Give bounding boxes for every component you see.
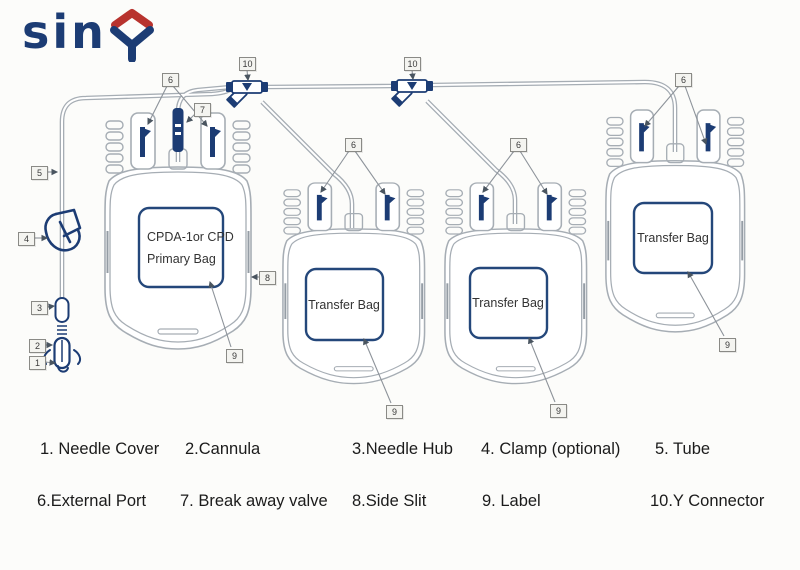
- legend-clamp: 4. Clamp (optional): [481, 440, 621, 458]
- siny-logo: sin: [22, 6, 155, 62]
- diagram-canvas: CPDA-1or CPD Primary Bag Transfer Bag Tr…: [34, 69, 746, 404]
- legend-breakaway: 7. Break away valve: [180, 492, 328, 510]
- break-away-valve: [172, 108, 184, 152]
- legend-tube: 5. Tube: [655, 440, 711, 458]
- callout-3-needle-hub: 3: [31, 301, 48, 315]
- callout-9-transfer1-label: 9: [386, 405, 403, 419]
- callout-1-needle-cover: 1: [29, 356, 46, 370]
- callout-10-y-connector-2: 10: [404, 57, 421, 71]
- primary-bag-label-line1: CPDA-1or CPD: [147, 230, 234, 244]
- legend-cannula: 2.Cannula: [185, 440, 261, 458]
- transfer3-label: Transfer Bag: [637, 231, 709, 245]
- bag-labels: CPDA-1or CPD Primary Bag Transfer Bag Tr…: [137, 201, 714, 342]
- callout-5-tube: 5: [31, 166, 48, 180]
- transfer1-label-box: [304, 267, 385, 342]
- legend-needle-hub: 3.Needle Hub: [352, 440, 453, 458]
- legend-y-connector: 10.Y Connector: [650, 492, 765, 510]
- legend-label: 9. Label: [482, 492, 541, 510]
- callout-6-transfer3-ports: 6: [675, 73, 692, 87]
- needle-assembly: [42, 297, 82, 373]
- legend-side-slit: 8.Side Slit: [352, 492, 427, 510]
- logo-y-icon: [109, 9, 154, 62]
- callout-9-transfer3-label: 9: [719, 338, 736, 352]
- transfer1-label: Transfer Bag: [308, 298, 380, 312]
- callout-9-transfer2-label: 9: [550, 404, 567, 418]
- callout-2-cannula: 2: [29, 339, 46, 353]
- transfer2-label-box: [468, 266, 549, 340]
- leader-lines: [34, 69, 725, 404]
- clamp: [44, 208, 82, 252]
- callout-7-breakaway-valve: 7: [194, 103, 211, 117]
- primary-bag-label-box: [137, 206, 225, 289]
- callout-8-side-slit: 8: [259, 271, 276, 285]
- branch-tube-1: [260, 100, 355, 228]
- callout-6-transfer2-ports: 6: [510, 138, 527, 152]
- callout-6-transfer1-ports: 6: [345, 138, 362, 152]
- legend-external-port: 6.External Port: [37, 492, 147, 510]
- callout-10-y-connector-1: 10: [239, 57, 256, 71]
- transfer2-label: Transfer Bag: [472, 296, 544, 310]
- callout-4-clamp: 4: [18, 232, 35, 246]
- callout-6-primary-ports: 6: [162, 73, 179, 87]
- primary-bag-label-line2: Primary Bag: [147, 252, 216, 266]
- logo-text: sin: [22, 5, 107, 59]
- callout-9-primary-label: 9: [226, 349, 243, 363]
- legend-needle-cover: 1. Needle Cover: [40, 440, 160, 458]
- transfer3-label-box: [632, 201, 714, 275]
- needle-hub: [54, 297, 70, 323]
